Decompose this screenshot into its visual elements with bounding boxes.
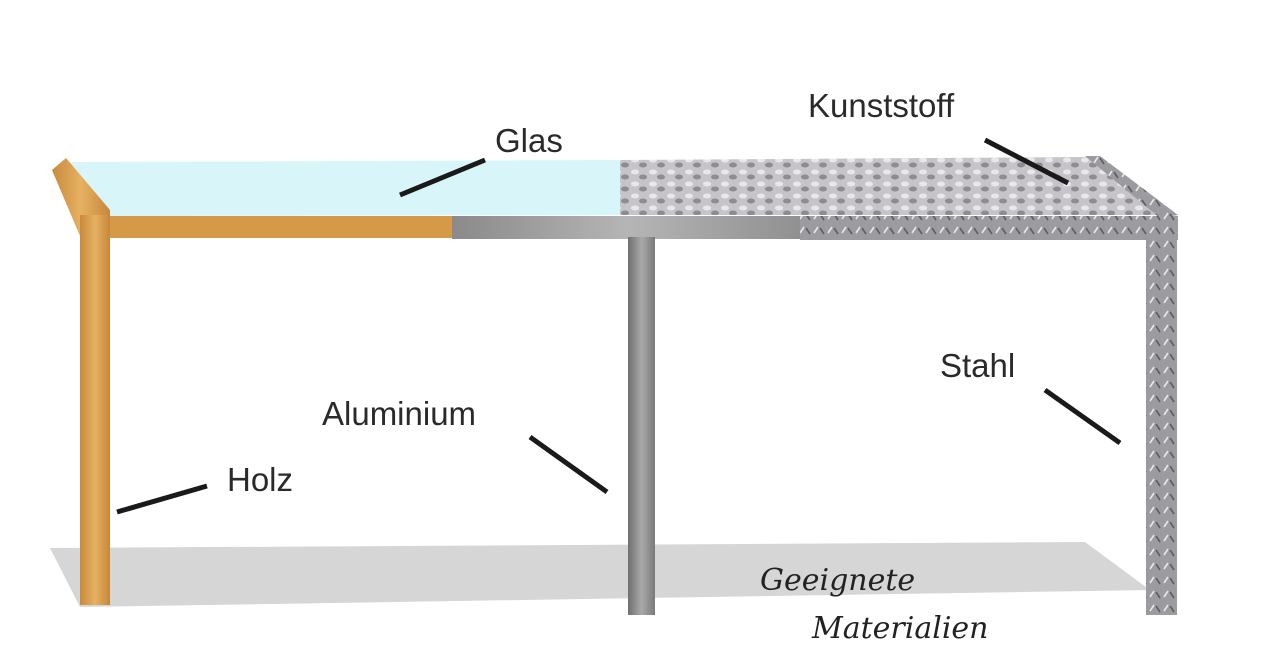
plastic-roof — [620, 157, 1170, 215]
stahl-leader — [1043, 387, 1122, 446]
ground-shadow — [50, 542, 1150, 607]
label-kunststoff: Kunststoff — [808, 87, 955, 124]
steel-beam — [800, 216, 1178, 240]
caption-line-2: Materialien — [811, 611, 989, 646]
glass-roof — [70, 160, 620, 216]
label-stahl: Stahl — [940, 347, 1015, 384]
caption-line-1: Geeignete — [760, 563, 915, 598]
wood-beam — [100, 216, 452, 238]
aluminium-post — [628, 237, 655, 615]
leader-lines — [116, 137, 1122, 515]
aluminium-leader — [528, 434, 609, 495]
aluminium-beam — [452, 216, 802, 239]
label-aluminium: Aluminium — [322, 395, 476, 432]
kunststoff-leader — [983, 137, 1070, 186]
steel-post — [1146, 230, 1177, 615]
label-glas: Glas — [495, 122, 563, 159]
glas-leader — [399, 157, 486, 198]
steel-roof-edge — [1085, 156, 1178, 218]
holz-leader — [116, 483, 208, 515]
wood-post — [80, 215, 110, 605]
label-holz: Holz — [227, 461, 293, 498]
